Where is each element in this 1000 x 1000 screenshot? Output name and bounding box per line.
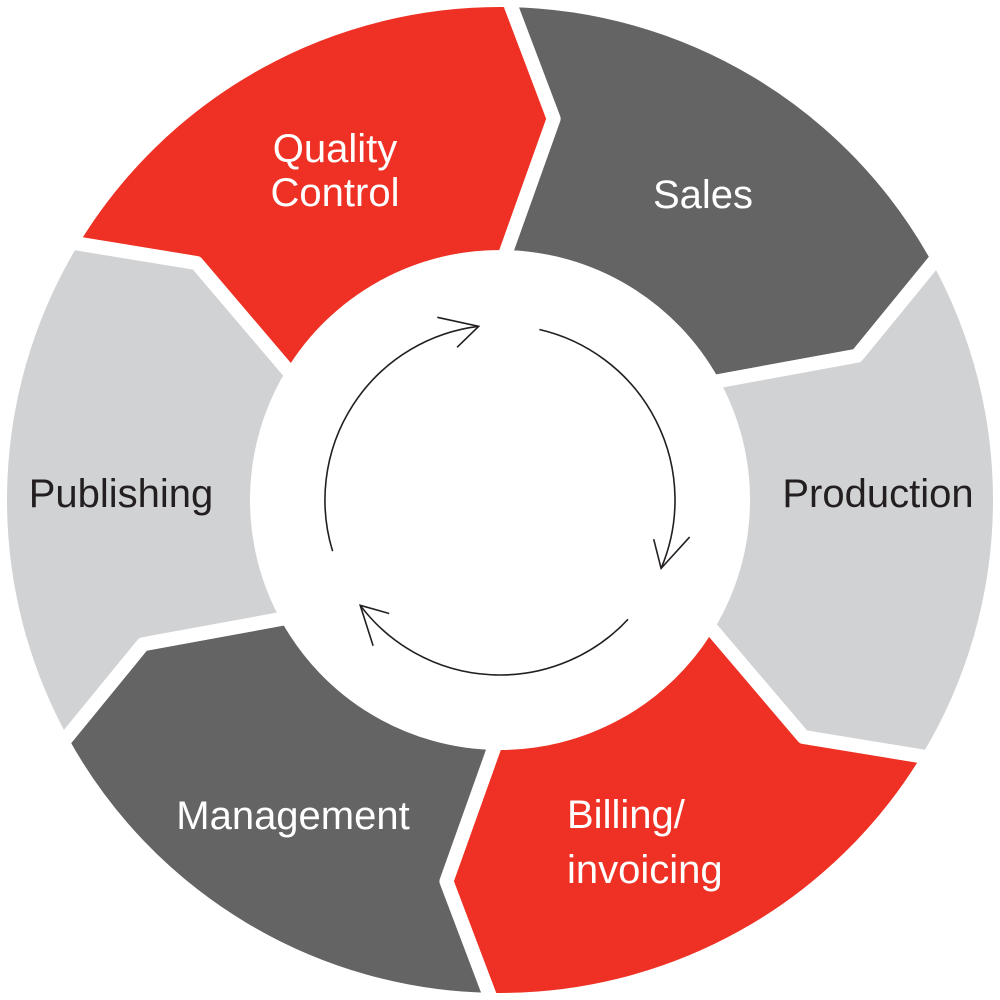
- segment-sales: [497, 0, 945, 390]
- segment-quality-control: [64, 0, 561, 382]
- segment-management: [55, 610, 503, 1000]
- cycle-arrows-icon: [324, 316, 691, 676]
- label-sales: Sales: [653, 173, 753, 217]
- label-billing-invoicing: Billing/invoicing: [567, 793, 723, 892]
- cycle-arc: [539, 328, 676, 569]
- label-production: Production: [782, 472, 973, 516]
- segment-production: [701, 250, 1000, 765]
- segment-publishing: [0, 235, 299, 750]
- arrowhead-icon: [358, 604, 390, 646]
- arrowhead-icon: [652, 536, 691, 571]
- label-management: Management: [176, 794, 409, 838]
- arrowhead-icon: [437, 316, 481, 348]
- cycle-arc: [359, 604, 629, 676]
- label-publishing: Publishing: [29, 472, 214, 516]
- cycle-arc: [324, 325, 479, 552]
